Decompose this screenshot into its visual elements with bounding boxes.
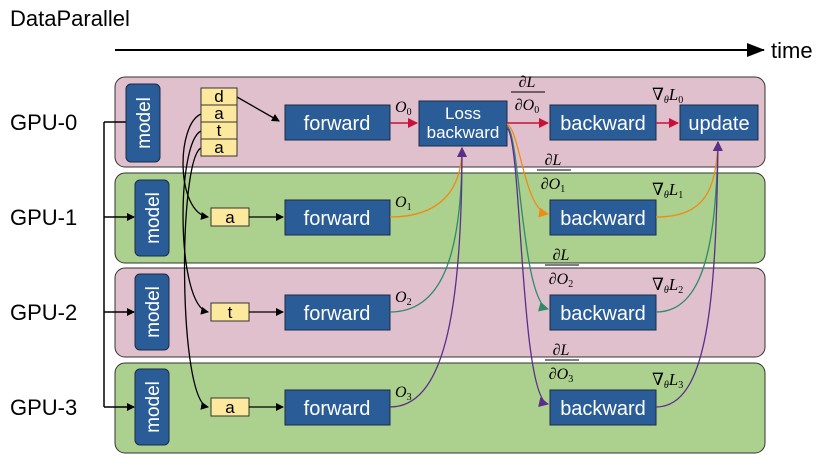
gpu-1-grad-out: ∂L ∂O1 <box>537 152 571 195</box>
data-scatter-lines <box>182 96 280 410</box>
gpu-3-backward-label: backward <box>560 398 646 420</box>
svg-text:∂L: ∂L <box>553 247 570 264</box>
loss-backward-box <box>418 100 508 147</box>
gpu-3-model-box <box>134 368 170 446</box>
update-label: update <box>688 113 749 135</box>
gpu-0-model-box <box>125 83 161 163</box>
gpu-1-label: GPU-1 <box>10 205 77 230</box>
gpu-2-grad-param: ∇θL2 <box>652 275 683 296</box>
gpu-0-data-box-3 <box>200 138 238 157</box>
gpu-2-forward-box <box>284 294 391 331</box>
svg-text:∂O0: ∂O0 <box>515 97 539 116</box>
update-box <box>679 104 759 141</box>
gpu-0-grad-out: ∂L ∂O0 <box>511 74 545 116</box>
gpu-0-data-char-0: d <box>214 87 223 106</box>
gpu-1-model-label: model <box>143 192 164 244</box>
gpu-3-model-label: model <box>143 381 164 433</box>
gpu-0-data-char-3: a <box>214 138 224 157</box>
svg-text:∂L: ∂L <box>519 74 536 91</box>
gpu-0-data-char-2: t <box>217 121 222 140</box>
gpu-2-data-char: t <box>228 303 233 322</box>
gpu-2-label: GPU-2 <box>10 300 77 325</box>
gpu-0-grad-param: ∇θL0 <box>652 85 683 106</box>
gpu-3-label: GPU-3 <box>10 395 77 420</box>
gpu-1-lane <box>114 172 766 264</box>
gpu-0-model-label: model <box>134 97 155 149</box>
gpu-1-forward-box <box>284 199 391 236</box>
gpu-3-data-char: a <box>225 398 235 417</box>
gpu-1-data-char: a <box>225 208 235 227</box>
gpu-1-forward-label: forward <box>304 208 371 230</box>
gpu-1-backward-label: backward <box>560 208 646 230</box>
svg-text:∂O3: ∂O3 <box>549 366 573 385</box>
gpu-3-lane <box>114 362 766 454</box>
gpu-0-data-char-1: a <box>214 104 224 123</box>
gpu-3-grad-param: ∇θL3 <box>652 370 683 391</box>
gpu-2-backward-label: backward <box>560 303 646 325</box>
diagram-title: DataParallel <box>10 6 130 31</box>
gpu-0-forward-label: forward <box>304 113 371 135</box>
gpu-1-backward-box <box>549 199 657 236</box>
svg-text:∂L: ∂L <box>553 342 570 359</box>
gpu-0-label: GPU-0 <box>10 110 77 135</box>
gpu-3-purple-flow <box>389 127 723 408</box>
gpu-3-forward-box <box>284 389 391 426</box>
model-replication-lines <box>103 121 135 411</box>
gpu-2-backward-box <box>549 294 657 331</box>
svg-text:∂O1: ∂O1 <box>541 176 565 195</box>
gpu-0-forward-box <box>284 104 391 141</box>
gpu-2-grad-out: ∂L ∂O2 <box>545 247 579 290</box>
svg-text:∂O2: ∂O2 <box>549 271 573 290</box>
gpu-3-grad-out: ∂L ∂O3 <box>545 342 579 385</box>
gpu-0-backward-label: backward <box>560 113 646 135</box>
gpu-3-forward-label: forward <box>304 398 371 420</box>
gpu-2-forward-label: forward <box>304 303 371 325</box>
data-to-forward-arrows <box>249 213 284 411</box>
time-label: time <box>771 38 813 63</box>
gpu-1-orange-flow <box>389 123 723 218</box>
gpu-1-model-box <box>134 179 170 257</box>
svg-text:∂L: ∂L <box>545 152 562 169</box>
gpu-1-grad-param: ∇θL1 <box>652 180 683 201</box>
gpu-2-model-box <box>134 273 170 351</box>
gpu-2-model-label: model <box>143 286 164 338</box>
